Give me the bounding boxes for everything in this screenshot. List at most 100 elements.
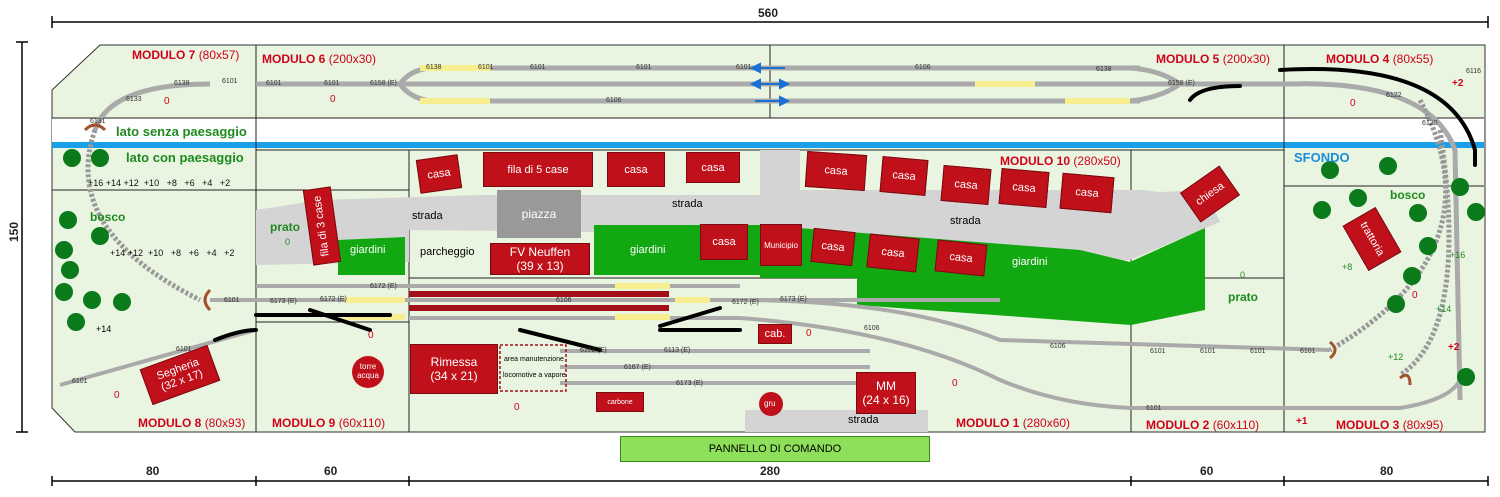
prato-right: prato (1228, 290, 1258, 304)
module-4-label: MODULO 4 (80x55) (1326, 52, 1434, 66)
elev-14: +14 (96, 324, 112, 334)
dimension-lines (16, 16, 1489, 486)
bottom-dim-4: 60 (1200, 464, 1214, 478)
track-6101-c: 6101 (324, 80, 340, 87)
module-2-label: MODULO 2 (60x110) (1146, 418, 1260, 432)
fila-5-case: fila di 5 case (483, 152, 593, 187)
control-panel[interactable]: PANNELLO DI COMANDO (620, 436, 930, 462)
bosco-left: bosco (90, 210, 126, 224)
sfondo-label: SFONDO (1294, 150, 1350, 165)
module-5-label: MODULO 5 (200x30) (1156, 52, 1271, 66)
elev-2-top: +2 (1452, 78, 1464, 89)
module-1-label: MODULO 1 (280x60) (956, 416, 1071, 430)
road-bottom (745, 410, 928, 432)
track-6173-c: 6173 (E) (676, 380, 703, 387)
elev-2-bottom: +2 (1448, 342, 1460, 353)
track-6122: 6122 (1386, 92, 1402, 99)
road (256, 150, 1220, 265)
gru-label: gru (764, 399, 776, 408)
casa-12: casa (1059, 172, 1115, 214)
track-6158-b: 6158 (E) (1168, 80, 1195, 87)
track-6101-k: 6101 (1146, 405, 1162, 412)
bottom-dim-5: 80 (1380, 464, 1394, 478)
track-6106-b: 6106 (606, 97, 622, 104)
track-6172-a: 6172 (E) (370, 283, 397, 290)
module-10-label: MODULO 10 (280x50) (1000, 154, 1121, 168)
casa-4: casa (700, 224, 748, 260)
track-6101-h: 6101 (1150, 348, 1166, 355)
giardini-2: giardini (630, 244, 666, 256)
track-6158-a: 6158 (E) (370, 80, 397, 87)
direction-arrows (749, 62, 791, 107)
track-6101-f: 6101 (636, 64, 652, 71)
track-6101-l: 6101 (1300, 348, 1316, 355)
track-6106-a: 6106 (915, 64, 931, 71)
casa-9: casa (879, 156, 929, 196)
track-6113: 6113 (E) (664, 347, 691, 354)
track-6138-a: 6138 (174, 80, 190, 87)
piazza (497, 190, 581, 238)
module-7-label: MODULO 7 (80x57) (132, 48, 240, 62)
mm: MM(24 x 16) (856, 372, 916, 414)
cab: cab. (758, 324, 792, 344)
track-6173-b: 6173 (E) (780, 296, 807, 303)
track-6133-a: 6133 (126, 96, 142, 103)
no-landscape-strip (52, 118, 1484, 142)
zero-9: 0 (952, 378, 958, 389)
track-6101-i: 6101 (1200, 348, 1216, 355)
crane (759, 392, 783, 416)
zero-4: 0 (285, 237, 291, 247)
giardini-1: giardini (350, 244, 386, 256)
track-6101-e: 6101 (530, 64, 546, 71)
track-6101-g: 6101 (736, 64, 752, 71)
casa-8: casa (804, 150, 868, 192)
prato-left: prato (270, 220, 300, 234)
with-landscape-label: lato con paesaggio (126, 150, 244, 165)
parcheggio: parcheggio (420, 246, 475, 258)
total-width-label: 560 (758, 6, 779, 20)
zero-5: 0 (1240, 270, 1246, 280)
track-6167: 6167 (E) (624, 364, 651, 371)
strada-1: strada (412, 210, 443, 222)
track-6116: 6116 (1466, 68, 1482, 75)
casa-10: casa (940, 164, 992, 206)
track-6172-b: 6172 (E) (320, 296, 347, 303)
torre-acqua: torre acqua (357, 362, 379, 380)
water-tower (352, 356, 384, 388)
module-8-label: MODULO 8 (80x93) (138, 416, 246, 430)
elev-14-r: +14 (1436, 304, 1452, 314)
bottom-dim-2: 60 (324, 464, 338, 478)
module-3-label: MODULO 3 (80x95) (1336, 418, 1444, 432)
track-6101-o: 6101 (224, 297, 240, 304)
rimessa: Rimessa(34 x 21) (410, 344, 498, 394)
track-6131-a: 6131 (90, 118, 106, 125)
zero-10: 0 (114, 390, 120, 401)
track-6101-d: 6101 (478, 64, 494, 71)
track-6101-n: 6101 (72, 378, 88, 385)
giardini-left (338, 237, 405, 275)
track-6172-c: 6172 (E) (732, 299, 759, 306)
track-6138-c: 6138 (1096, 66, 1112, 73)
elev-16: +16 (1450, 250, 1466, 260)
track-6138-b: 6138 (426, 64, 442, 71)
track-highlights (420, 65, 1130, 104)
zero-2: 0 (330, 94, 336, 105)
bottom-dim-3: 280 (760, 464, 781, 478)
zero-6: 0 (368, 330, 374, 341)
bumpers (83, 123, 1412, 386)
strada-2: strada (672, 198, 703, 210)
zero-11: 0 (1412, 290, 1418, 301)
shed-track-1 (409, 291, 669, 297)
zero-8: 0 (514, 402, 520, 413)
no-landscape-label: lato senza paesaggio (116, 124, 247, 139)
track-6120: 6120 (1422, 120, 1438, 127)
casa-5: casa (810, 227, 856, 267)
bottom-dim-1: 80 (146, 464, 160, 478)
strada-4: strada (848, 414, 879, 426)
height-label: 150 (7, 221, 22, 243)
area-manut: area manutenzione (504, 356, 564, 363)
piazza-label: piazza (521, 207, 557, 221)
fv-neuffen: FV Neuffen(39 x 13) (490, 243, 590, 275)
loco-vapore: locomotive a vapore (503, 372, 566, 379)
casa-3: casa (686, 152, 740, 183)
